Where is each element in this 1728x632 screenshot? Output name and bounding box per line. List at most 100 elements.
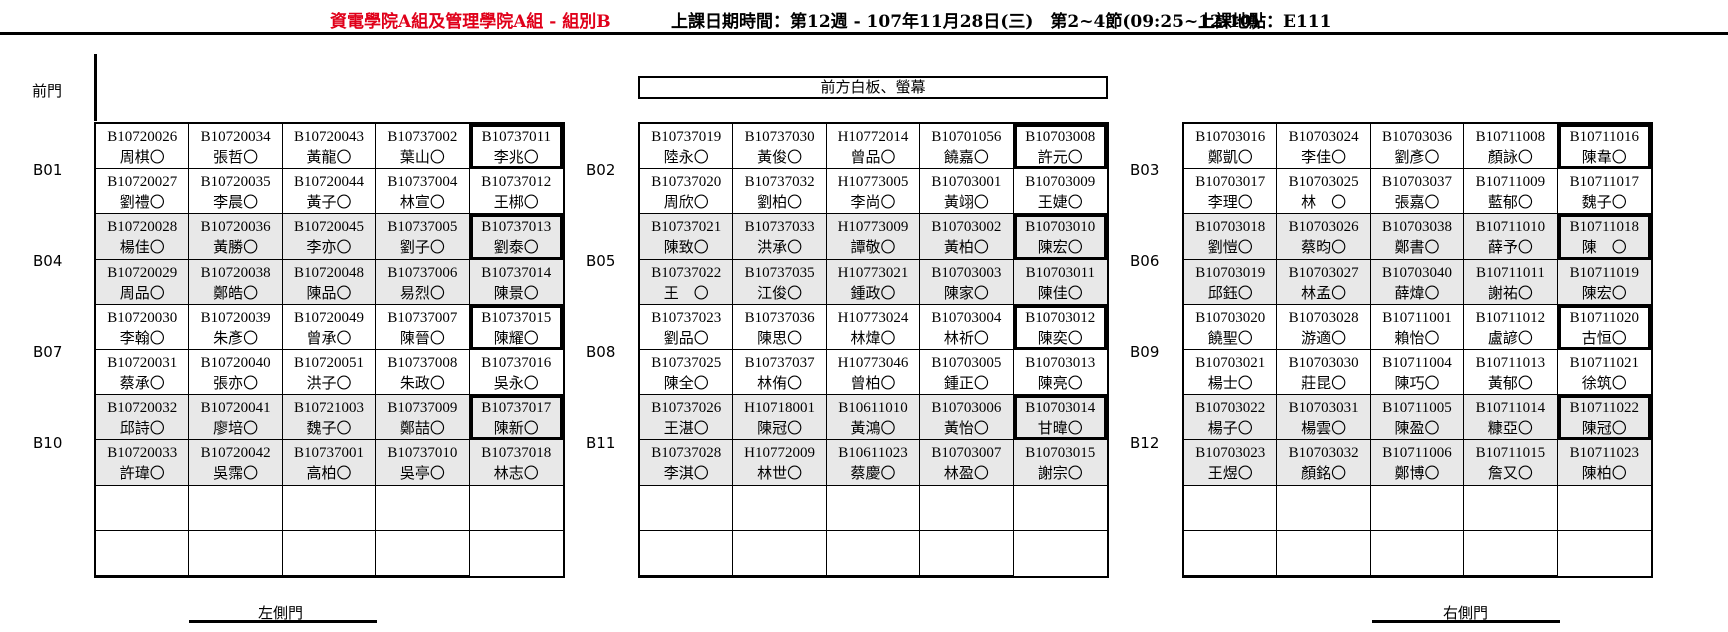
student-id: B10737001	[293, 445, 364, 462]
student-name: 周品〇	[119, 283, 165, 302]
empty-seat-cell	[826, 485, 921, 531]
student-name: 劉品〇	[663, 328, 709, 347]
student-name: 古恒〇	[1581, 328, 1627, 347]
group-label-b02: B02	[586, 161, 616, 179]
student-id: B10711009	[1475, 174, 1546, 191]
student-name: 徐筑〇	[1581, 374, 1627, 392]
empty-seat-cell	[1558, 531, 1651, 576]
student-id: B10737026	[651, 400, 722, 417]
student-name: 吳霈〇	[213, 464, 259, 483]
student-id: B10720045	[293, 219, 364, 236]
student-id: B10737021	[651, 219, 722, 236]
student-name: 王湛〇	[663, 419, 709, 438]
empty-seat-cell	[96, 530, 190, 576]
student-name: 陳亮〇	[1037, 374, 1083, 392]
student-id: B10737007	[387, 309, 458, 326]
student-name: 曾承〇	[306, 328, 352, 347]
student-name: 許瑋〇	[119, 464, 165, 483]
student-name: 林侑〇	[757, 374, 803, 392]
student-id: B10703036	[1381, 129, 1452, 145]
student-id: B10720027	[107, 174, 178, 191]
empty-seat-cell	[1464, 530, 1558, 576]
student-id: H10772014	[837, 129, 909, 145]
group-label-b05: B05	[586, 252, 616, 270]
student-name: 陳巧〇	[1394, 374, 1440, 392]
student-id: B10737016	[481, 355, 552, 371]
student-id: B10703020	[1195, 309, 1266, 326]
student-name: 洪承〇	[757, 238, 803, 257]
student-name: 林 〇	[1301, 193, 1347, 212]
empty-seat-cell	[640, 530, 734, 576]
student-name: 糠亞〇	[1487, 419, 1533, 438]
student-id: B10711001	[1382, 309, 1452, 326]
student-id: B10720038	[200, 264, 271, 281]
student-id: B10720040	[200, 355, 271, 371]
student-id: B10703019	[1195, 264, 1266, 281]
student-name: 高柏〇	[306, 464, 352, 483]
seat-cell: B10737001 高柏〇	[282, 440, 377, 486]
student-name: 王梆〇	[493, 193, 539, 212]
student-name: 黃俊〇	[757, 148, 803, 166]
student-name: 譚敬〇	[850, 238, 896, 257]
student-name: 王 〇	[663, 283, 709, 302]
student-name: 劉子〇	[399, 238, 445, 257]
student-id: B10703030	[1288, 355, 1359, 371]
page-header: 資電學院A組及管理學院A組 - 組別B 上課日期時間：第12週 - 107年11…	[0, 0, 1728, 35]
student-name: 劉柏〇	[757, 193, 803, 212]
student-id: B10611023	[838, 445, 908, 462]
student-name: 魏子〇	[1581, 193, 1627, 212]
student-id: B10711008	[1475, 129, 1546, 145]
student-name: 黃怡〇	[943, 419, 989, 438]
student-name: 黃龍〇	[306, 148, 352, 166]
student-name: 黃勝〇	[213, 238, 259, 257]
student-name: 楊士〇	[1207, 374, 1253, 392]
student-name: 陳宏〇	[1581, 283, 1627, 302]
empty-seat-cell	[733, 485, 827, 531]
student-id: B10720030	[107, 309, 178, 326]
student-name: 陳耀〇	[493, 328, 539, 347]
empty-seat-cell	[1557, 486, 1651, 531]
student-name: 林盈〇	[943, 464, 989, 483]
student-name: 葉山〇	[399, 148, 445, 166]
student-name: 陳冠〇	[1581, 419, 1627, 438]
student-id: B10711015	[1475, 445, 1546, 462]
student-name: 陳思〇	[757, 328, 803, 347]
student-name: 薛予〇	[1487, 238, 1533, 257]
student-id: B10711019	[1569, 264, 1640, 281]
student-id: B10711018	[1569, 219, 1640, 236]
empty-seat-cell	[733, 530, 827, 576]
empty-seat-cell	[640, 485, 734, 531]
